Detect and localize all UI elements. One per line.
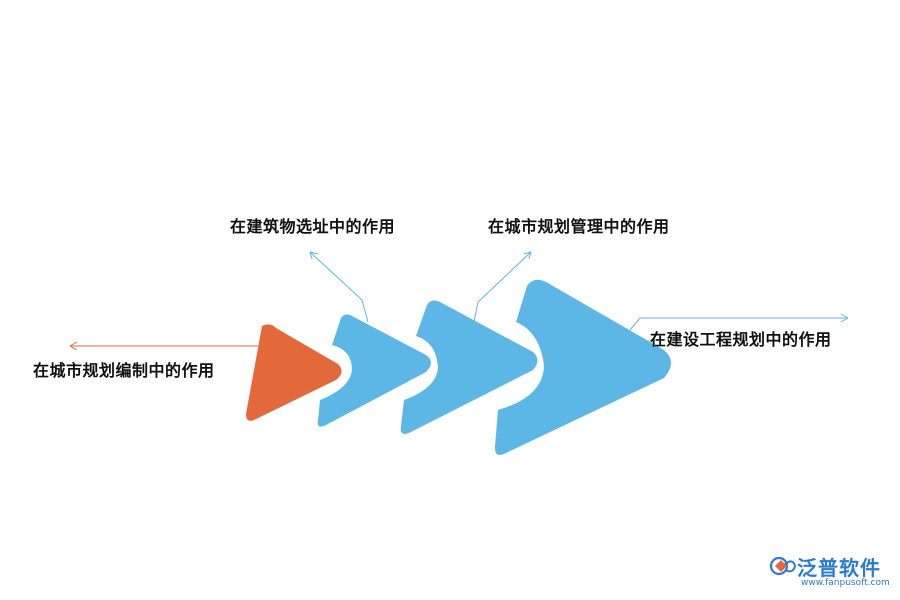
brand-url: www.fanpusoft.com [801,578,890,588]
brand-name: 泛普软件 [797,556,881,580]
stage-2-chevron [317,314,431,427]
stage-1-label: 在城市规划编制中的作用 [33,361,215,380]
leader-line-stage-4 [629,313,849,331]
leader-line-stage-2 [309,251,369,323]
stage-1-arrow [246,324,342,421]
stage-3-chevron [400,300,538,434]
stage-3-label: 在城市规划管理中的作用 [488,217,670,236]
leader-line-stage-1 [69,341,262,351]
stage-4-label: 在建设工程规划中的作用 [650,330,832,349]
brand-watermark: 泛普软件 www.fanpusoft.com [769,552,894,594]
stage-2-label: 在建筑物选址中的作用 [230,217,396,236]
fanpu-logo-icon [769,556,797,576]
stage-4-chevron [494,279,671,455]
leader-line-stage-3 [473,251,532,323]
